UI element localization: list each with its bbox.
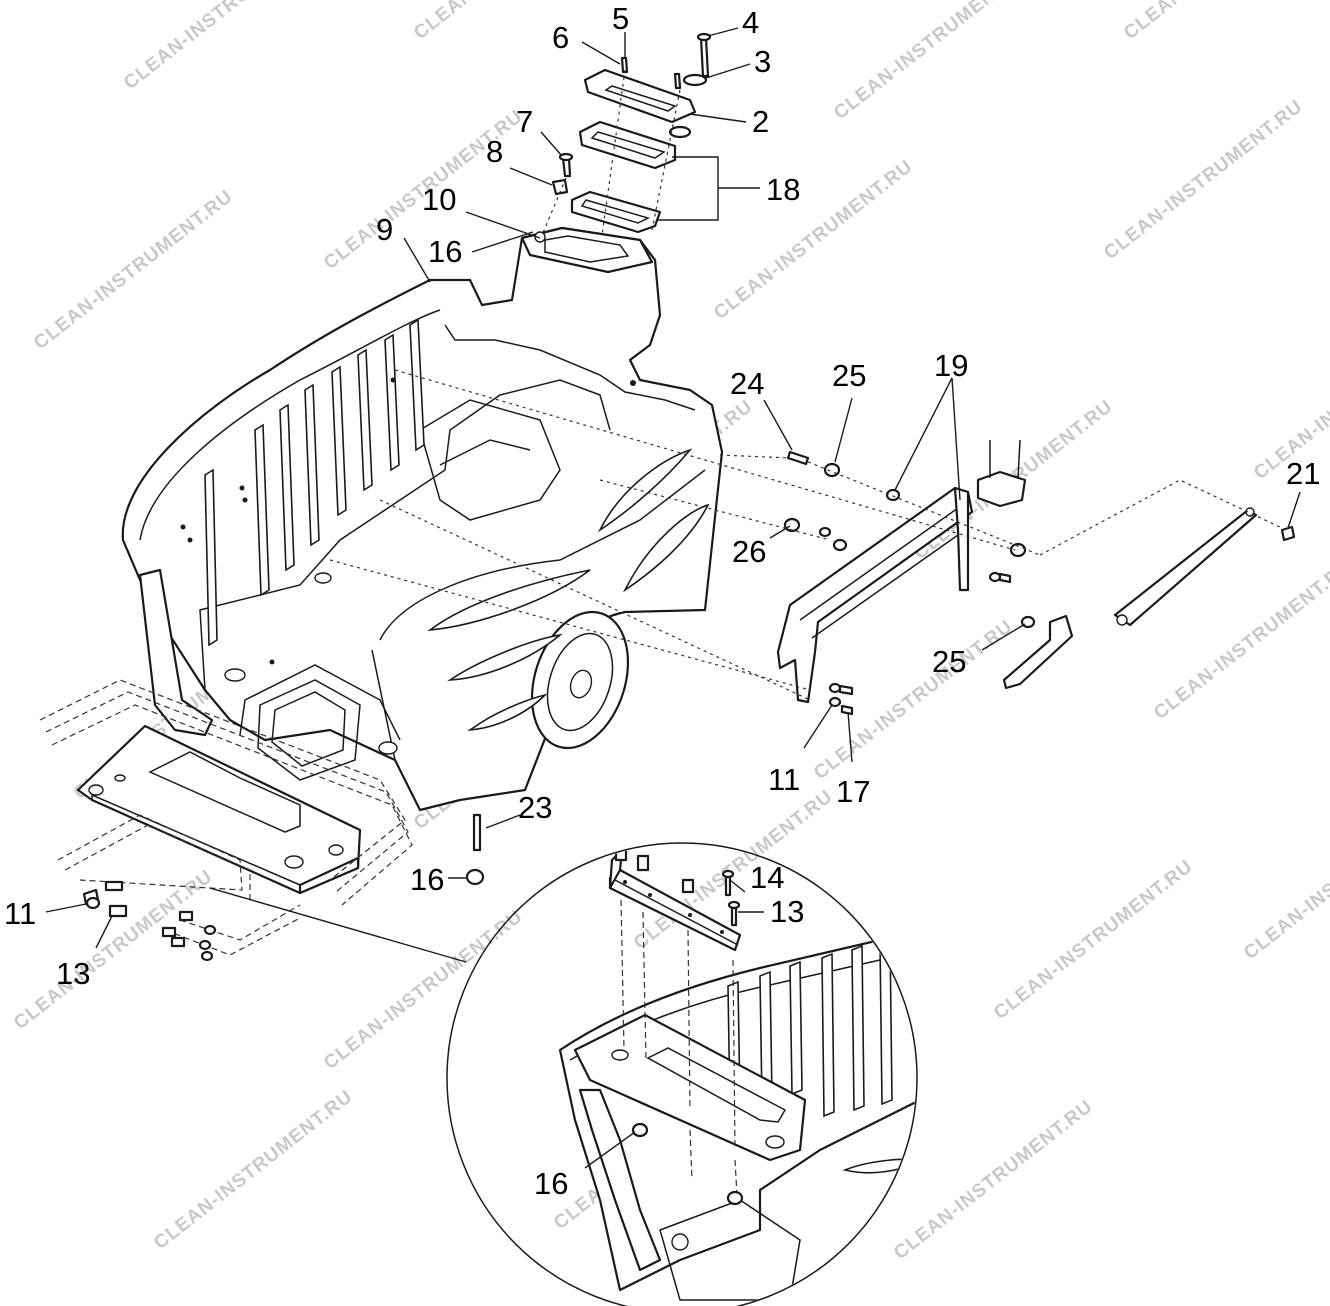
nut [551, 178, 569, 196]
watermark-text: CLEAN-INSTRUMENT.RU [30, 186, 237, 354]
watermark-text: CLEAN-INSTRUMENT.RU [1240, 796, 1330, 964]
watermark-text: CLEAN-INSTRUMENT.RU [1120, 0, 1327, 44]
screw [699, 36, 710, 78]
watermark-text: CLEAN-INSTRUMENT.RU [320, 906, 527, 1074]
washer [823, 462, 841, 478]
callout-16-mid: 16 [410, 862, 444, 897]
callout-24: 24 [730, 366, 764, 401]
washer [668, 125, 692, 139]
callout-26: 26 [732, 534, 766, 569]
detail-view [209, 842, 918, 1306]
callout-5: 5 [612, 1, 629, 36]
gasket [570, 190, 662, 234]
callout-18: 18 [766, 172, 800, 207]
callout-17: 17 [836, 774, 870, 809]
callout-11-right: 11 [768, 762, 800, 797]
callout-25-top: 25 [832, 358, 866, 393]
watermark-text: CLEAN-INSTRUMENT.RU [810, 616, 1017, 784]
handle-assembly [539, 32, 719, 251]
callout-labels: 5 4 6 3 7 2 8 18 10 9 16 24 25 19 21 26 … [4, 1, 1320, 1201]
watermark-text: CLEAN-INSTRUMENT.RU [1100, 96, 1307, 264]
callout-25-bottom: 25 [932, 644, 966, 679]
watermark-text: CLEAN-INSTRUMENT.RU [830, 0, 1037, 124]
callout-8: 8 [486, 134, 503, 169]
washer [885, 488, 901, 502]
callout-13-left: 13 [56, 956, 90, 991]
watermark-text: CLEAN-INSTRUMENT.RU [710, 156, 917, 324]
callout-16-detail: 16 [534, 1166, 568, 1201]
watermark-text: CLEAN-INSTRUMENT.RU [630, 786, 837, 954]
callout-9: 9 [376, 212, 393, 247]
nut [783, 517, 801, 533]
handle-grip [578, 120, 677, 170]
callout-11-left: 11 [4, 896, 36, 931]
callout-23: 23 [518, 790, 552, 825]
callout-3: 3 [754, 44, 771, 79]
callout-21: 21 [1286, 456, 1320, 491]
callout-19: 19 [934, 348, 968, 383]
bottom-plate [39, 679, 485, 962]
top-plate [583, 68, 697, 124]
watermark-text: CLEAN-INSTRUMENT.RU [890, 1096, 1097, 1264]
screw [620, 56, 629, 74]
right-bracket-assembly [329, 369, 1296, 716]
watermark-text: CLEAN-INSTRUMENT.RU [150, 1086, 357, 1254]
main-housing [121, 226, 724, 812]
callout-14: 14 [750, 860, 784, 895]
leader-lines [45, 27, 1301, 1169]
watermark-text: CLEAN-INSTRUMENT.RU [410, 0, 617, 44]
washer [682, 73, 708, 87]
callout-4: 4 [742, 5, 759, 40]
callout-7: 7 [516, 104, 533, 139]
callout-13-detail: 13 [770, 894, 804, 929]
watermark-text: CLEAN-INSTRUMENT.RU [990, 856, 1197, 1024]
callout-16-top: 16 [428, 234, 462, 269]
watermark-text: CLEAN-INSTRUMENT.RU [120, 0, 327, 94]
callout-6: 6 [552, 20, 569, 55]
screw [673, 72, 682, 90]
callout-10: 10 [422, 182, 456, 217]
callout-2: 2 [752, 104, 769, 139]
watermark-text: CLEAN-INSTRUMENT.RU [10, 866, 217, 1034]
